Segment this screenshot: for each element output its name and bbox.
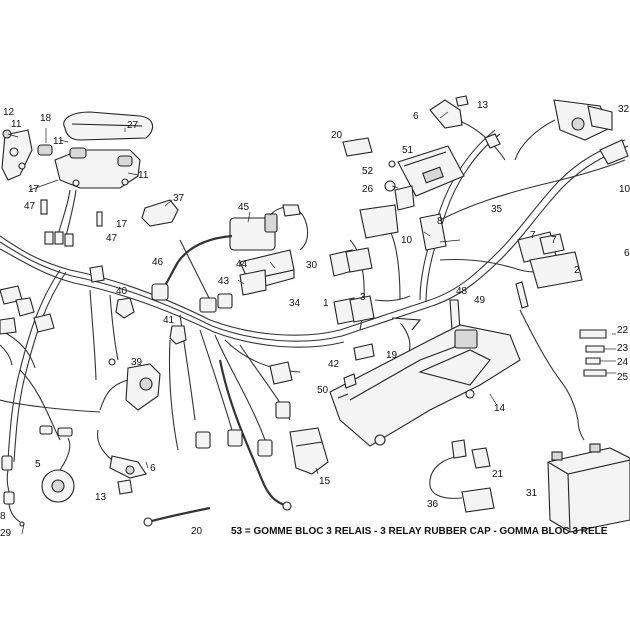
callout-20: 20 <box>191 526 203 537</box>
callout-8: 8 <box>0 511 6 522</box>
callout-22: 22 <box>617 325 629 336</box>
callout-23: 23 <box>617 343 629 354</box>
callout-6: 6 <box>624 248 630 259</box>
callout-34: 34 <box>289 298 301 309</box>
callout-47: 47 <box>106 233 118 244</box>
callout-12: 12 <box>3 107 15 118</box>
callout-35: 35 <box>491 204 503 215</box>
callout-39: 39 <box>131 357 143 368</box>
callout-50: 50 <box>317 385 329 396</box>
battery-group <box>429 329 630 533</box>
callout-6: 6 <box>150 463 156 474</box>
callout-43: 43 <box>218 276 230 287</box>
callout-46: 46 <box>152 257 164 268</box>
callout-2: 2 <box>574 265 580 276</box>
instrument-bracket-assembly <box>1 111 179 247</box>
callout-27: 27 <box>127 120 139 131</box>
callout-45: 45 <box>238 202 250 213</box>
callout-labels: 12 11 18 27 11 11 17 47 37 17 47 45 44 4… <box>0 100 630 539</box>
callout-24: 24 <box>617 357 629 368</box>
callout-49: 49 <box>474 295 486 306</box>
callout-20: 20 <box>331 130 343 141</box>
callout-6: 6 <box>413 111 419 122</box>
callout-10: 10 <box>401 235 413 246</box>
callout-21: 21 <box>492 469 504 480</box>
callout-14: 14 <box>494 403 506 414</box>
callout-11: 11 <box>138 170 149 181</box>
electrical-tray <box>329 317 521 447</box>
callout-10: 10 <box>619 184 630 195</box>
callout-44: 44 <box>236 259 248 270</box>
callout-19: 19 <box>386 350 398 361</box>
callout-13: 13 <box>477 100 489 111</box>
ignition-coil-group <box>115 204 309 345</box>
callout-8: 8 <box>437 216 443 227</box>
callout-5: 5 <box>35 459 41 470</box>
callout-41: 41 <box>163 315 175 326</box>
callout-42: 42 <box>328 359 340 370</box>
callout-32: 32 <box>618 104 630 115</box>
bottom-center-connectors <box>143 401 329 527</box>
callout-25: 25 <box>617 372 629 383</box>
footnote-caption: 53 = GOMME BLOC 3 RELAIS - 3 RELAY RUBBE… <box>231 526 608 537</box>
callout-36: 36 <box>427 499 439 510</box>
callout-47: 47 <box>24 201 36 212</box>
callout-18: 18 <box>40 113 52 124</box>
callout-29: 29 <box>0 528 12 539</box>
callout-11: 11 <box>11 119 22 130</box>
callout-15: 15 <box>319 476 331 487</box>
callout-26: 26 <box>362 184 374 195</box>
callout-48: 48 <box>456 286 468 297</box>
callout-13: 13 <box>95 492 107 503</box>
callout-3: 3 <box>360 292 366 303</box>
callout-51: 51 <box>402 145 414 156</box>
callout-11: 11 <box>53 136 64 147</box>
callout-7: 7 <box>551 235 557 246</box>
callout-30: 30 <box>306 260 318 271</box>
callout-1: 1 <box>323 298 329 309</box>
callout-17: 17 <box>28 184 40 195</box>
callout-40: 40 <box>116 286 128 297</box>
callout-52: 52 <box>362 166 374 177</box>
callout-17: 17 <box>116 219 128 230</box>
horn-and-sensors <box>0 265 293 535</box>
ecu-and-relays <box>329 95 629 421</box>
callout-37: 37 <box>173 193 185 204</box>
callout-7: 7 <box>530 230 536 241</box>
callout-31: 31 <box>526 488 538 499</box>
